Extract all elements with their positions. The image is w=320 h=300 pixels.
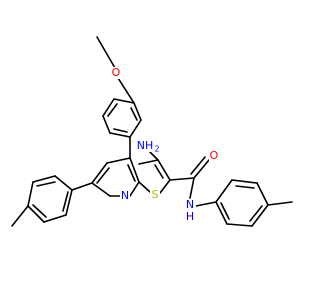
thiophene-sulfur-label: S: [150, 188, 160, 201]
bond-right-ring-inner: [249, 205, 263, 222]
bond-pyr: [129, 157, 140, 183]
bond-pyr: [106, 157, 131, 164]
bond-top-ring: [133, 102, 142, 121]
bond-thio: [157, 159, 171, 181]
bond-pyr: [91, 182, 111, 197]
bond-pyr-inner: [127, 164, 136, 182]
molecule-structure: O NH 2 O N H N S: [11, 36, 293, 227]
bond-right-ring: [251, 204, 269, 227]
bond-left-ring: [27, 205, 45, 223]
bond-top-ring: [129, 119, 142, 138]
bond-top-ring: [113, 98, 135, 104]
bond-left-aryl: [71, 182, 93, 191]
bond-top-ring-inner: [113, 128, 128, 133]
bond-left-ring: [32, 175, 56, 183]
bond-pyr-inner: [96, 167, 110, 184]
amide-h-text: H: [186, 210, 194, 223]
bond-right-methyl: [267, 201, 293, 206]
bond-right-ring-inner: [235, 185, 255, 189]
methoxy-oxygen-label: O: [111, 66, 121, 79]
pyridine-nitrogen-label: N: [120, 189, 130, 202]
bond-c-o: [193, 159, 210, 179]
bond-right-ring: [215, 179, 233, 203]
bond-c-o-dbl: [190, 156, 206, 175]
bond-right-ring-inner: [220, 202, 230, 220]
bond-left-ring-inner: [36, 181, 56, 187]
amide-oxygen-text: O: [210, 149, 219, 162]
bond-c-camide: [169, 177, 195, 181]
bond-right-ring: [256, 182, 269, 206]
amide-n-text: N: [186, 198, 194, 211]
bond-left-ring: [54, 175, 73, 191]
pyridine-n-text: N: [121, 189, 129, 202]
bond-right-ring: [215, 201, 228, 225]
bond-thio-inner: [154, 164, 164, 179]
methoxy-oxygen-text: O: [112, 66, 121, 79]
amino-subscript-text: 2: [154, 145, 159, 154]
bond-n-aryl: [195, 201, 217, 207]
bond-c-n: [189, 177, 195, 199]
bond-top-ring: [102, 98, 115, 117]
bond-methyl-o: [96, 36, 116, 69]
bond-top-ring-inner: [130, 107, 138, 121]
amino-nh-text: NH: [137, 139, 154, 152]
bond-top-ring: [109, 132, 131, 138]
bond-thio: [138, 181, 151, 193]
amide-nitrogen-label: N H: [184, 198, 196, 224]
bond-o-aryl: [117, 77, 135, 104]
bond-pyr: [91, 162, 108, 184]
bond-left-ring: [27, 181, 34, 207]
bond-right-ring: [226, 223, 253, 227]
bond-top-ring-inner: [107, 103, 118, 117]
bond-right-ring: [231, 179, 258, 184]
amide-oxygen-label: O: [209, 149, 219, 162]
bond-c-nh2: [149, 151, 159, 161]
bond-thio: [159, 179, 171, 194]
bond-left-ring-inner: [62, 191, 69, 212]
thiophene-s-text: S: [152, 188, 159, 201]
amino-group-label: NH 2: [136, 139, 160, 154]
bond-pyr: [129, 181, 140, 197]
bond-left-ring: [65, 189, 73, 216]
bond-layer: [11, 36, 293, 227]
bond-top-ring: [102, 115, 111, 134]
bond-left-ring-inner: [32, 204, 47, 218]
bond-left-methyl: [11, 205, 29, 227]
bond-thio: [138, 159, 159, 165]
bond-left-ring: [43, 214, 67, 223]
